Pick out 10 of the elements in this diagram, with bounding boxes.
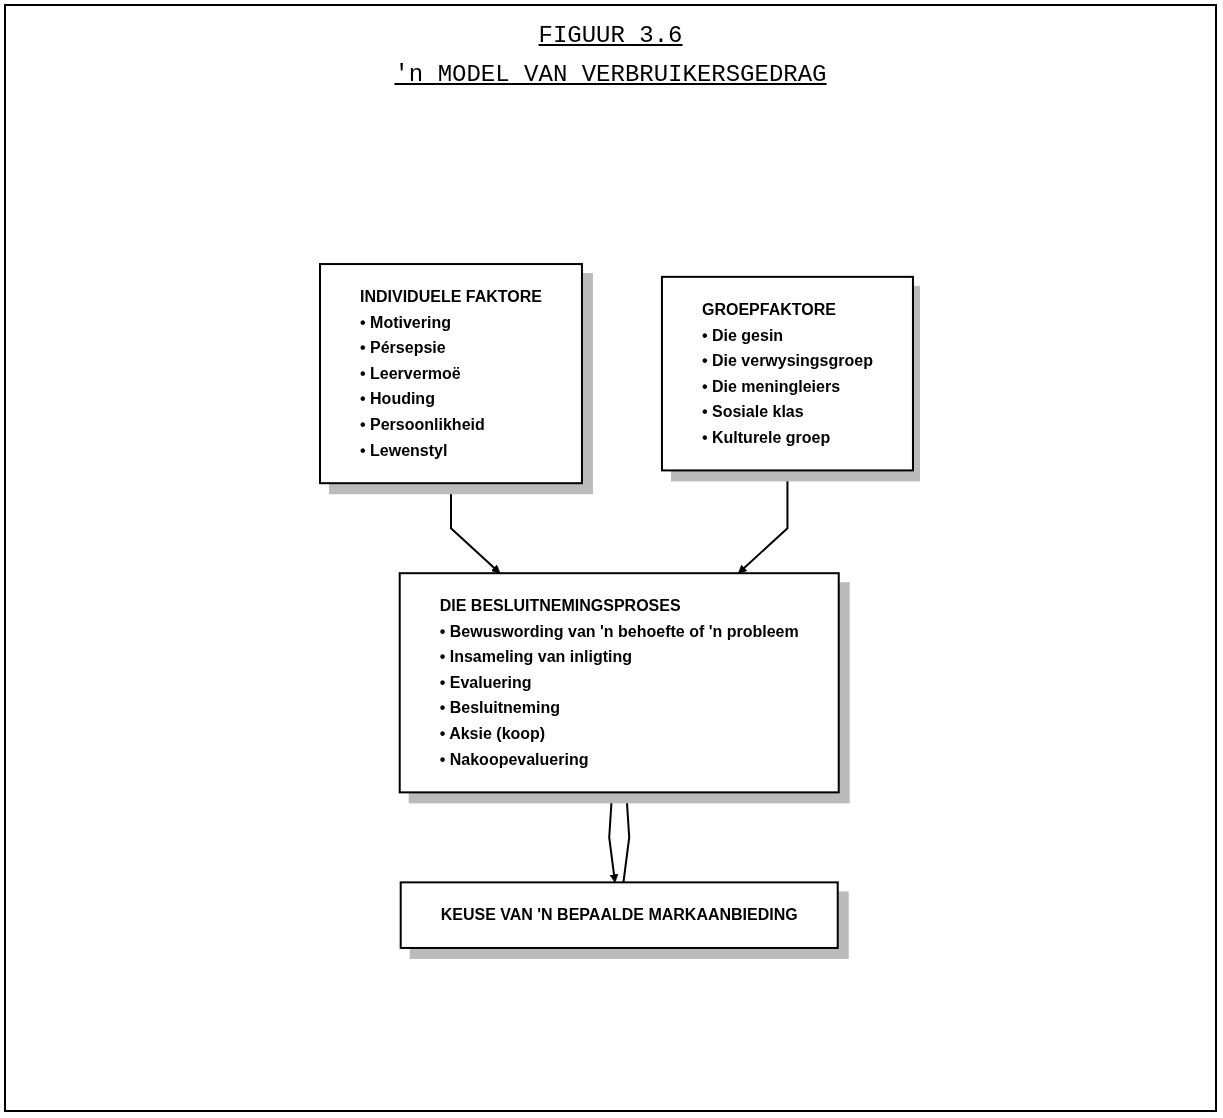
- node-box: KEUSE VAN 'N BEPAALDE MARKAANBIEDING: [399, 881, 839, 949]
- arrow: [449, 482, 500, 574]
- figure-caption: 'n MODEL VAN VERBRUIKERSGEDRAG: [394, 61, 827, 88]
- node-box: GROEPFAKTORE • Die gesin • Die verwysingsgroep • Die meningleiers • Sosiale klas • Kulturele groep: [660, 275, 914, 472]
- arrow: [607, 791, 618, 883]
- node-box: INDIVIDUELE FAKTORE • Motivering • Pérsepsie • Leervermoë • Houding • Persoonlikheid • Lewenstyl: [318, 263, 583, 485]
- arrow: [737, 469, 788, 574]
- figure-title: FIGUUR 3.6: [538, 22, 683, 49]
- arrow: [621, 791, 631, 884]
- node-box: DIE BESLUITNEMINGSPROSES • Bewuswording van 'n behoefte of 'n probleem • Insameling van inligting • Evaluering • Besluitneming • Aksie (koop) • Nakoopevaluering: [398, 572, 840, 794]
